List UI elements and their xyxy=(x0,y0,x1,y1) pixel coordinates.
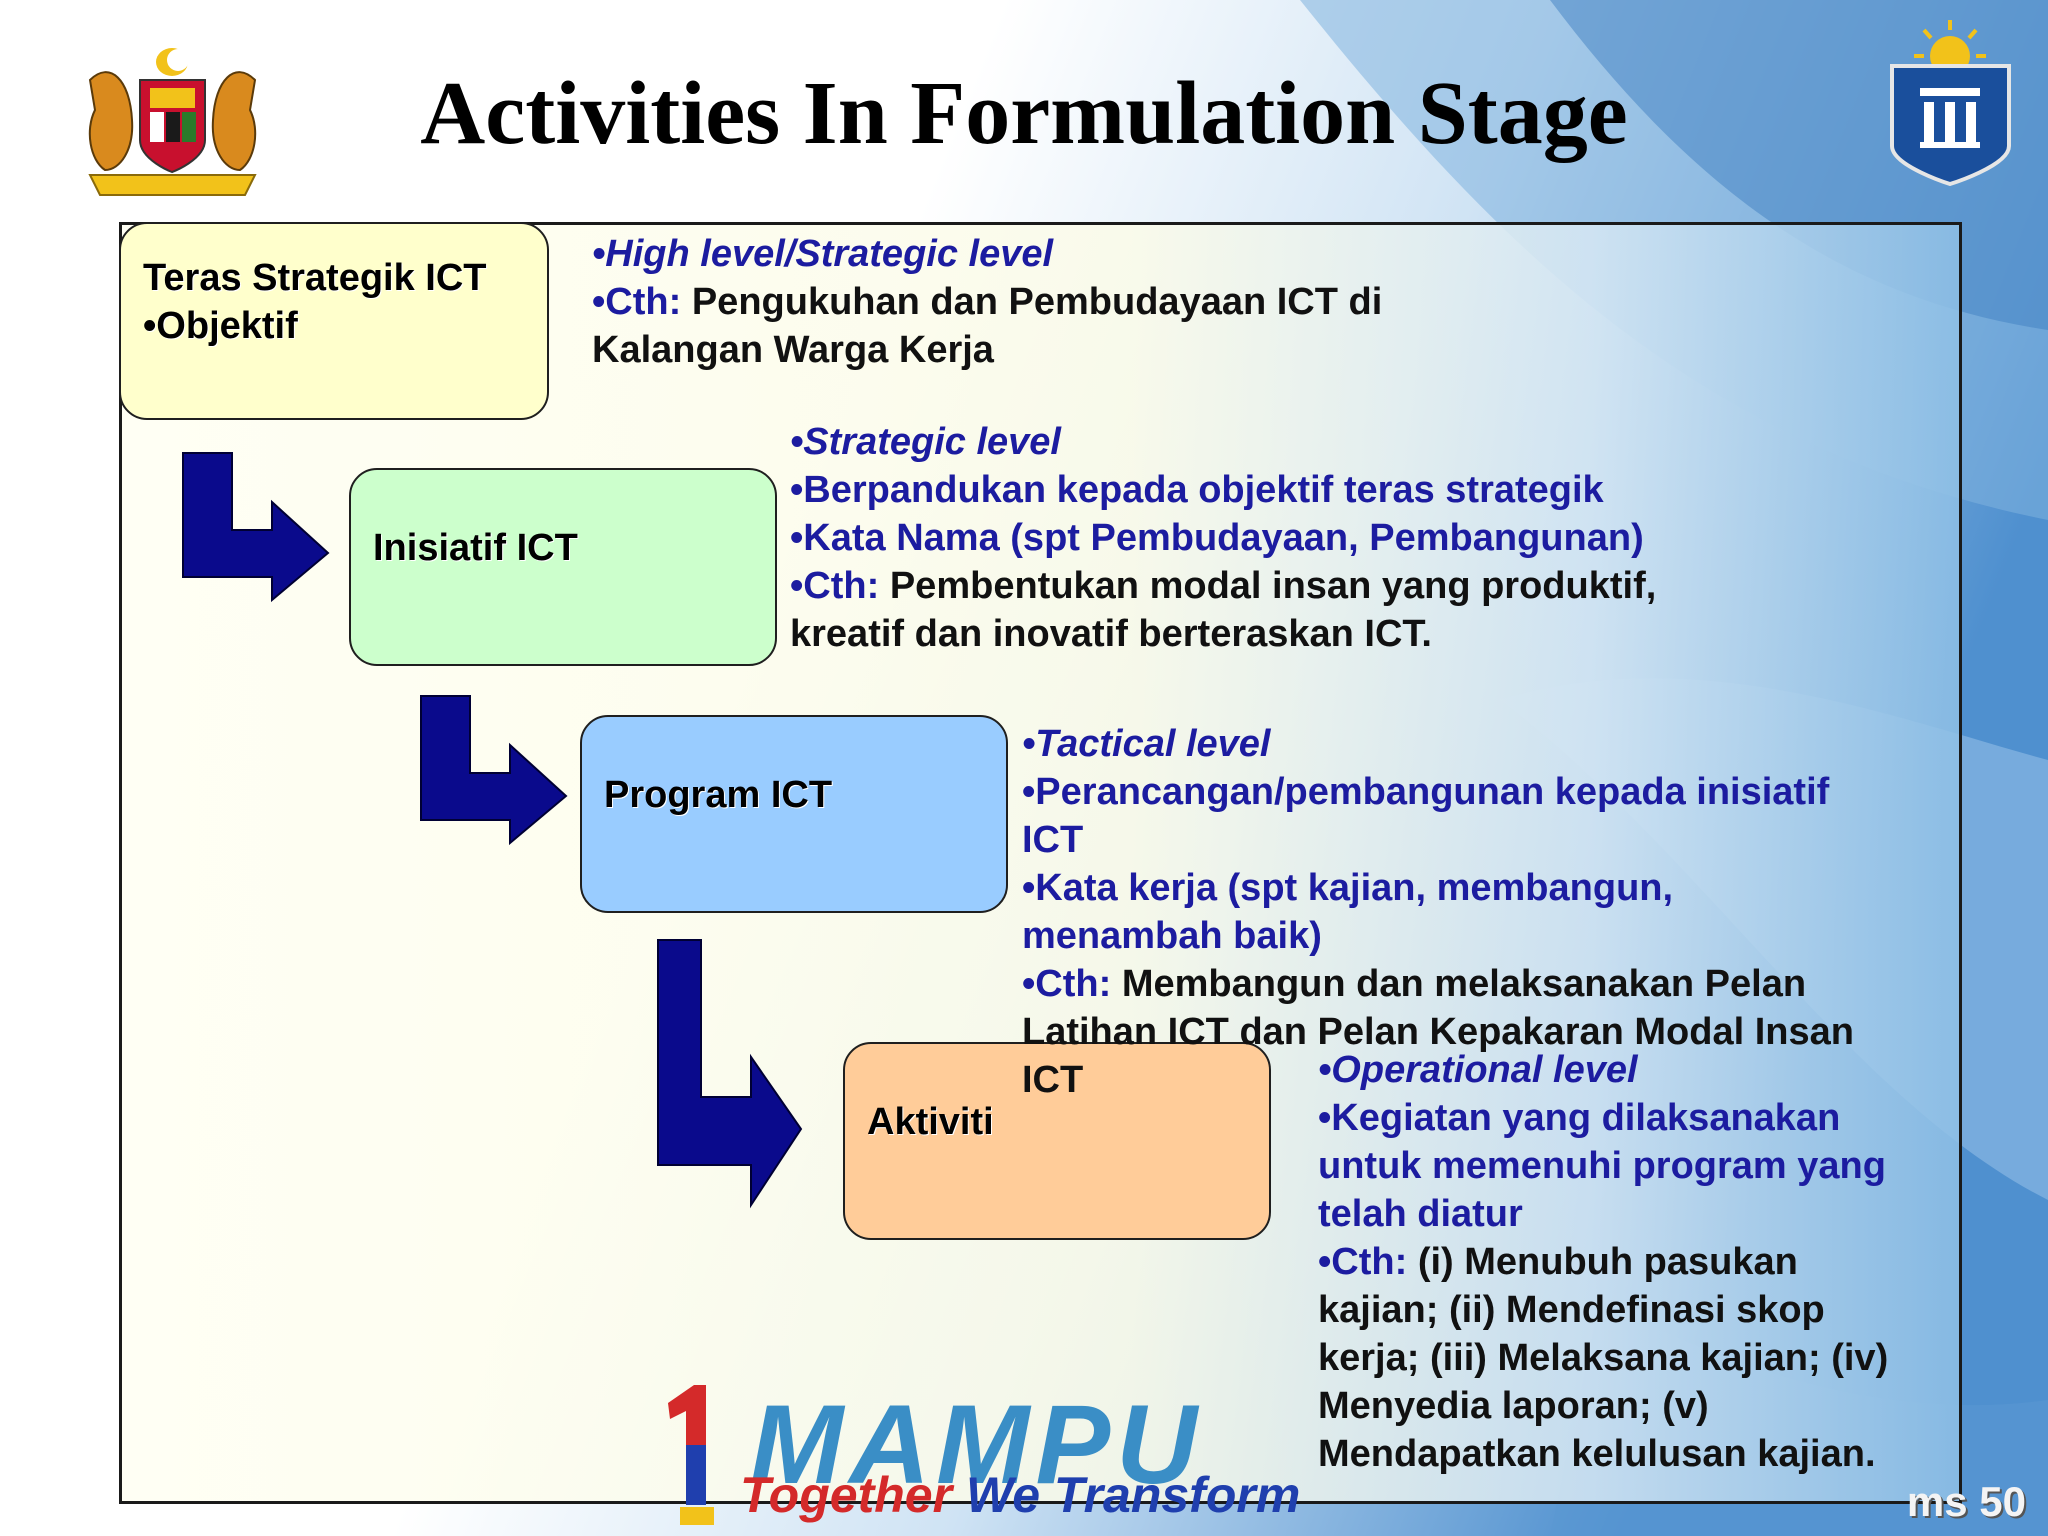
inisiatif-cth-label: •Cth: xyxy=(790,565,880,607)
program-cth-line: •Cth: Membangun dan melaksanakan Pelan xyxy=(1022,960,1854,1008)
inisiatif-line2: •Berpandukan kepada objektif teras strat… xyxy=(790,469,1604,511)
program-cth-text2: Latihan ICT dan Pelan Kepakaran Modal In… xyxy=(1022,1011,1854,1053)
program-level-text: •Tactical level xyxy=(1022,723,1271,765)
inisiatif-line3: •Kata Nama (spt Pembudayaan, Pembangunan… xyxy=(790,517,1644,559)
aktiviti-cth-text2: kajian; (ii) Mendefinasi skop xyxy=(1318,1289,1825,1331)
aktiviti-cth-text: (i) Menubuh pasukan xyxy=(1407,1241,1798,1283)
program-line2a: •Perancangan/pembangunan kepada inisiati… xyxy=(1022,771,1830,813)
aktiviti-cth-text4: Menyedia laporan; (v) xyxy=(1318,1385,1709,1427)
teras-box-objektif: •Objektif xyxy=(143,305,298,347)
malaysia-coat-of-arms-icon xyxy=(70,40,275,200)
arrow-icon xyxy=(657,939,803,1209)
aktiviti-line2c: telah diatur xyxy=(1318,1193,1523,1235)
aktiviti-cth-text5: Mendapatkan kelulusan kajian. xyxy=(1318,1433,1876,1475)
arrow-icon xyxy=(182,452,330,603)
aktiviti-box: Aktiviti xyxy=(843,1042,1271,1240)
program-cth-text: Membangun dan melaksanakan Pelan xyxy=(1111,963,1807,1005)
aktiviti-notes: •Operational level •Kegiatan yang dilaks… xyxy=(1318,1046,1888,1478)
page-number: ms 50 xyxy=(1906,1478,2026,1525)
inisiatif-notes: •Strategic level •Berpandukan kepada obj… xyxy=(790,418,1656,658)
mampu-crest-icon xyxy=(1888,16,2013,187)
tagline-part2: We Transform xyxy=(965,1467,1301,1523)
teras-cth-text: Pengukuhan dan Pembudayaan ICT di xyxy=(681,281,1383,323)
content-frame xyxy=(119,222,1962,1504)
teras-strategik-box: Teras Strategik ICT •Objektif xyxy=(119,222,549,420)
mampu-wordmark: MAMPU xyxy=(750,1382,1204,1507)
inisiatif-box-label: Inisiatif ICT xyxy=(373,527,578,569)
teras-level-text: •High level/Strategic level xyxy=(592,233,1054,275)
program-notes: •Tactical level •Perancangan/pembangunan… xyxy=(1022,720,1854,1104)
aktiviti-line2b: untuk memenuhi program yang xyxy=(1318,1145,1886,1187)
tagline-part1: Together xyxy=(740,1467,966,1523)
teras-cth-line: •Cth: Pengukuhan dan Pembudayaan ICT di xyxy=(592,278,1382,326)
inisiatif-cth-line: •Cth: Pembentukan modal insan yang produ… xyxy=(790,562,1656,610)
program-line3a: •Kata kerja (spt kajian, membangun, xyxy=(1022,867,1674,909)
one-malaysia-logo-icon xyxy=(668,1385,714,1525)
aktiviti-cth-text3: kerja; (iii) Melaksana kajian; (iv) xyxy=(1318,1337,1889,1379)
mampu-tagline: Together We Transform xyxy=(740,1466,1300,1524)
inisiatif-level-text: •Strategic level xyxy=(790,421,1061,463)
aktiviti-box-label: Aktiviti xyxy=(867,1101,994,1143)
program-box: Program ICT xyxy=(580,715,1008,913)
program-cth-label: •Cth: xyxy=(1022,963,1112,1005)
program-box-label: Program ICT xyxy=(604,774,833,816)
program-cth-text3: ICT xyxy=(1022,1059,1084,1101)
program-line3b: menambah baik) xyxy=(1022,915,1322,957)
program-line2b: ICT xyxy=(1022,819,1084,861)
aktiviti-level-text: •Operational level xyxy=(1318,1049,1638,1091)
teras-notes: •High level/Strategic level •Cth: Penguk… xyxy=(592,230,1382,374)
slide-title: Activities In Formulation Stage xyxy=(420,64,1628,163)
inisiatif-box: Inisiatif ICT xyxy=(349,468,777,666)
inisiatif-cth-text2: kreatif dan inovatif berteraskan ICT. xyxy=(790,613,1432,655)
aktiviti-cth-label: •Cth: xyxy=(1318,1241,1408,1283)
inisiatif-cth-text: Pembentukan modal insan yang produktif, xyxy=(879,565,1657,607)
aktiviti-line2a: •Kegiatan yang dilaksanakan xyxy=(1318,1097,1841,1139)
teras-box-title: Teras Strategik ICT xyxy=(143,257,487,299)
teras-cth-text2: Kalangan Warga Kerja xyxy=(592,329,994,371)
teras-cth-label: •Cth: xyxy=(592,281,682,323)
arrow-icon xyxy=(420,695,568,846)
aktiviti-cth-line: •Cth: (i) Menubuh pasukan xyxy=(1318,1238,1888,1286)
